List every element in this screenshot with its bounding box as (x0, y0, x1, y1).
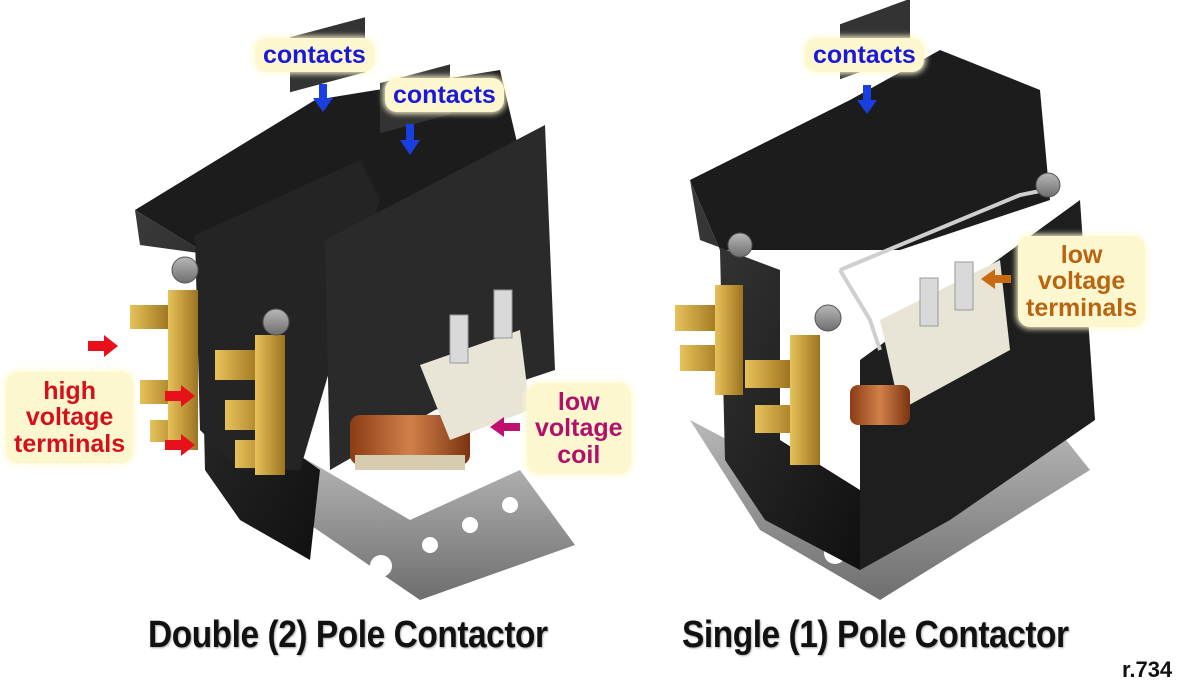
coil-wire (838, 268, 882, 351)
contacts-label-left-1: contacts (255, 38, 374, 73)
terminal-screw (814, 304, 842, 332)
caption-double-pole: Double (2) Pole Contactor (148, 614, 548, 656)
high-voltage-terminals-label: high voltage terminals (6, 372, 134, 463)
mounting-hole (370, 555, 392, 577)
terminal-screw (171, 256, 199, 284)
coil-spade-terminal (954, 261, 974, 311)
low-voltage-coil-label: low voltage coil (527, 383, 631, 474)
reference-code: r.734 (1122, 657, 1173, 682)
mounting-hole (422, 537, 438, 553)
coil-terminal-block (420, 330, 530, 440)
coil-bobbin (355, 455, 465, 470)
arrow-contacts-right (857, 85, 877, 114)
coil-winding (350, 415, 470, 465)
mounting-hole (462, 517, 478, 533)
brass-terminal (675, 305, 720, 331)
coil-terminal-block (880, 260, 1010, 410)
low-voltage-terminals-label: low voltage terminals (1018, 236, 1146, 327)
brass-terminal (790, 335, 820, 465)
brass-terminal (255, 335, 285, 475)
arrow-contacts-2 (400, 124, 420, 155)
brass-terminal (215, 350, 260, 380)
contacts-label-right: contacts (805, 38, 924, 73)
arrow-low-voltage-terminals (981, 269, 1011, 289)
coil-spade-terminal (493, 289, 513, 339)
arrow-high-voltage-1 (88, 335, 118, 357)
coil-winding (850, 385, 910, 425)
arrow-high-voltage-3 (165, 434, 195, 456)
brass-terminal (715, 285, 743, 395)
arrow-low-voltage-coil (490, 417, 520, 437)
brass-terminal (168, 290, 198, 450)
arrow-contacts-1 (313, 84, 333, 112)
mounting-hole (502, 497, 518, 513)
contacts-label-left-2: contacts (385, 78, 504, 113)
arrow-high-voltage-2 (165, 385, 195, 407)
terminal-screw (262, 308, 290, 336)
terminal-screw (1035, 172, 1061, 198)
brass-terminal (130, 305, 170, 329)
coil-spade-terminal (449, 314, 469, 364)
brass-terminal (745, 360, 790, 388)
terminal-screw (727, 232, 753, 258)
coil-spade-terminal (919, 277, 939, 327)
coil-wire (839, 188, 1046, 272)
housing-back (690, 50, 1050, 250)
caption-single-pole: Single (1) Pole Contactor (682, 614, 1069, 656)
single-pole-contactor (675, 0, 1095, 600)
